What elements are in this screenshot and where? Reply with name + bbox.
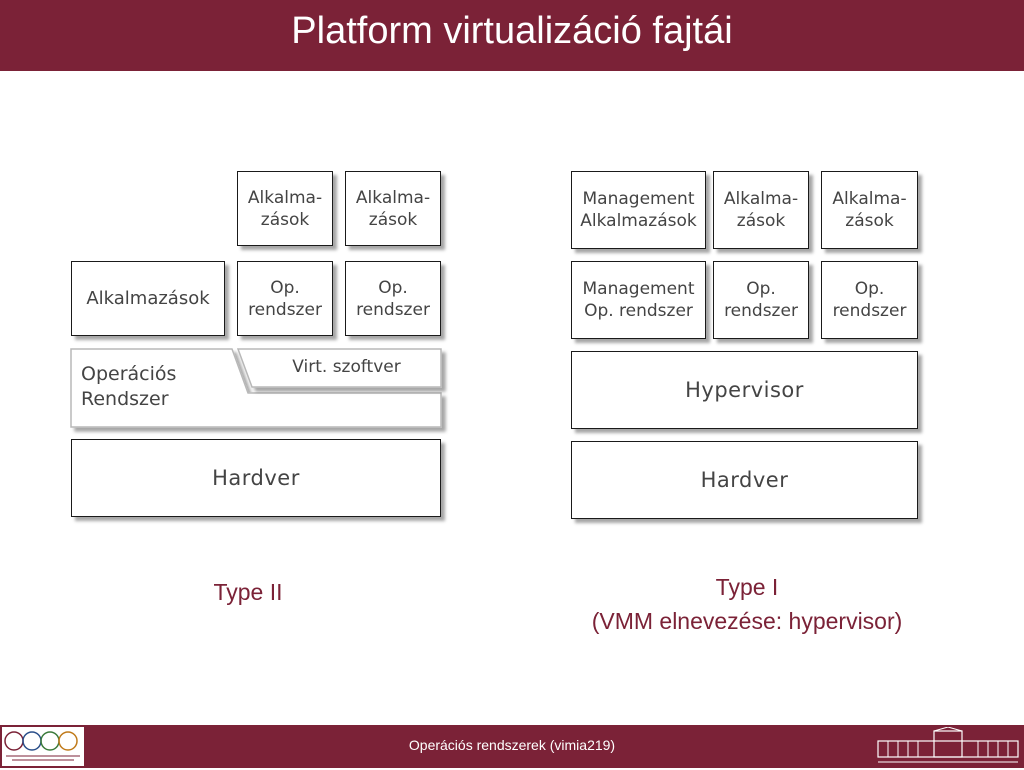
footer-bar bbox=[0, 725, 1024, 768]
type1-guest-os-2: Op. rendszer bbox=[821, 261, 918, 339]
type1-hardware: Hardver bbox=[571, 441, 918, 519]
type1-guest-apps-2: Alkalma- zások bbox=[821, 171, 918, 249]
research-group-logo bbox=[2, 727, 84, 766]
type1-caption-subtitle: (VMM elnevezése: hypervisor) bbox=[591, 608, 903, 634]
type2-guest-apps-1: Alkalma- zások bbox=[237, 171, 333, 246]
type2-guest-apps-2: Alkalma- zások bbox=[345, 171, 441, 246]
type1-guest-apps-1: Alkalma- zások bbox=[713, 171, 809, 249]
type2-virt-software: Virt. szoftver bbox=[292, 357, 401, 377]
type2-host-os-label: Operációs Rendszer bbox=[81, 363, 177, 410]
type2-hardware: Hardver bbox=[71, 439, 441, 517]
type1-management-os: Management Op. rendszer bbox=[571, 261, 706, 339]
type2-guest-os-1: Op. rendszer bbox=[237, 261, 333, 336]
type2-host-apps: Alkalmazások bbox=[71, 261, 225, 336]
type1-guest-os-1: Op. rendszer bbox=[713, 261, 809, 339]
type1-hypervisor: Hypervisor bbox=[571, 351, 918, 429]
type2-caption: Type II bbox=[213, 579, 283, 605]
type2-guest-os-2: Op. rendszer bbox=[345, 261, 441, 336]
type1-caption-title: Type I bbox=[715, 574, 779, 600]
university-building-logo bbox=[874, 726, 1022, 766]
title-bar bbox=[0, 0, 1024, 71]
type1-management-apps: Management Alkalmazások bbox=[571, 171, 706, 249]
footer-course-name: Operációs rendszerek (vimia219) bbox=[408, 737, 616, 753]
slide-title: Platform virtualizáció fajtái bbox=[291, 10, 733, 52]
